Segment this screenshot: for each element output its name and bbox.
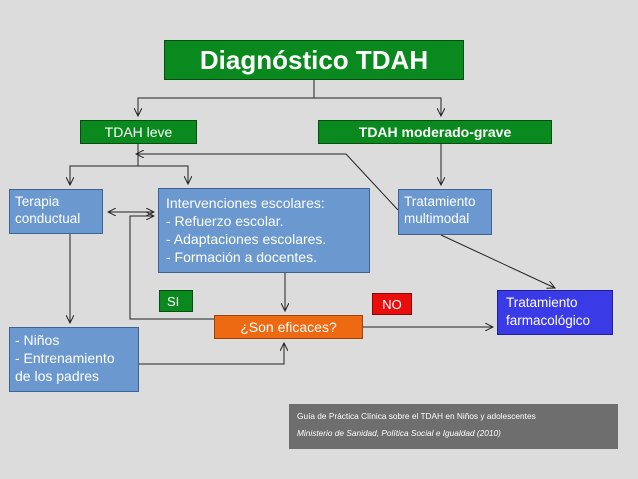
diagram-title: Diagnóstico TDAH [164,40,464,80]
node-son-eficaces: ¿Son eficaces? [214,315,363,339]
farmacologico-line-1: Tratamiento [506,295,578,310]
source-citation: Guía de Práctica Clínica sobre el TDAH e… [289,404,618,449]
node-son-eficaces-label: ¿Son eficaces? [240,319,337,335]
node-intervenciones-escolares: Intervenciones escolares: - Refuerzo esc… [158,188,370,273]
node-tdah-moderado-grave: TDAH moderado-grave [318,120,552,144]
multimodal-line-2: multimodal [404,211,470,226]
ninos-line-1: - Niños [15,332,60,348]
node-terapia-conductual: Terapia conductual [9,189,103,234]
source-line-1: Guía de Práctica Clínica sobre el TDAH e… [297,411,536,421]
label-si: SI [159,290,193,312]
node-tdah-leve: TDAH leve [80,120,197,144]
node-tratamiento-multimodal: Tratamiento multimodal [398,189,492,235]
arrow-ninos-to-eficaces [139,343,284,365]
arrow-leve-to-terapia [70,144,139,185]
terapia-line-1: Terapia [15,194,60,209]
ninos-line-2: - Entrenamiento [15,350,115,366]
arrow-si-loop [129,216,214,320]
label-no-text: NO [382,296,402,312]
arrow-title-to-grave [314,97,441,116]
arrow-multimodal-to-leve [136,154,399,211]
label-no: NO [372,293,412,315]
arrow-leve-to-intervenciones [138,165,188,184]
ninos-line-3: de los padres [15,368,100,384]
node-tratamiento-farmacologico: Tratamiento farmacológico [497,290,613,335]
intervenciones-line-4: - Formación a docentes. [166,249,317,265]
node-tdah-leve-label: TDAH leve [104,124,173,140]
node-ninos-entrenamiento: - Niños - Entrenamiento de los padres [9,327,139,392]
arrow-title-to-leve [138,80,315,116]
arrow-multimodal-to-farmacologico [440,234,555,288]
intervenciones-line-2: - Refuerzo escolar. [166,213,284,229]
terapia-line-2: conductual [15,211,81,226]
source-line-2: Ministerio de Sanidad, Política Social e… [297,428,501,438]
farmacologico-line-2: farmacológico [506,313,591,328]
diagram-title-text: Diagnóstico TDAH [199,44,429,75]
intervenciones-line-1: Intervenciones escolares: [166,195,325,211]
node-tdah-moderado-grave-label: TDAH moderado-grave [358,124,512,140]
intervenciones-line-3: - Adaptaciones escolares. [166,231,327,247]
label-si-text: SI [167,293,180,309]
multimodal-line-1: Tratamiento [404,194,476,209]
